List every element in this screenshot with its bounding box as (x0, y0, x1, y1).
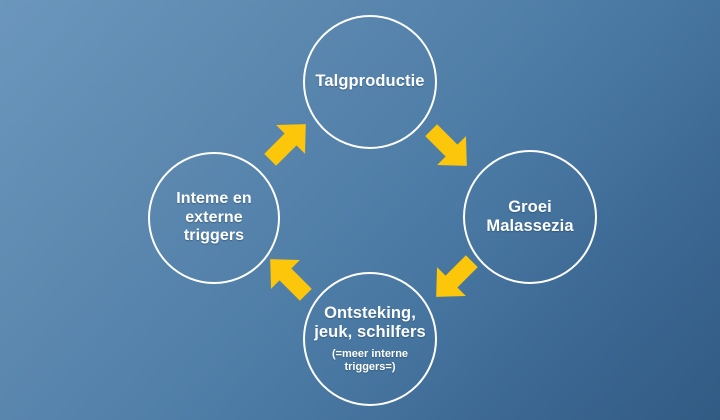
cycle-node-label: Groei Malassezia (486, 197, 574, 235)
cycle-node-sublabel: (=meer interne triggers=) (331, 347, 409, 373)
cycle-arrow-up-right-icon (264, 124, 306, 166)
cycle-node-talgproductie[interactable]: Talgproductie (303, 15, 437, 149)
cycle-node-label: Talgproductie (315, 72, 425, 91)
cycle-arrow-down-right-icon (425, 124, 467, 166)
cycle-arrow-down-left-icon (436, 255, 478, 297)
cycle-node-interne-externe-triggers[interactable]: Inteme en externe triggers (148, 152, 280, 284)
cycle-node-ontsteking-jeuk-schilfers[interactable]: Ontsteking, jeuk, schilfers (=meer inter… (303, 272, 437, 406)
cycle-arrow-up-left-icon (270, 259, 312, 301)
cycle-node-groei-malassezia[interactable]: Groei Malassezia (463, 150, 597, 284)
cycle-node-label: Ontsteking, jeuk, schilfers (314, 303, 426, 342)
cycle-node-label: Inteme en externe triggers (176, 189, 252, 245)
